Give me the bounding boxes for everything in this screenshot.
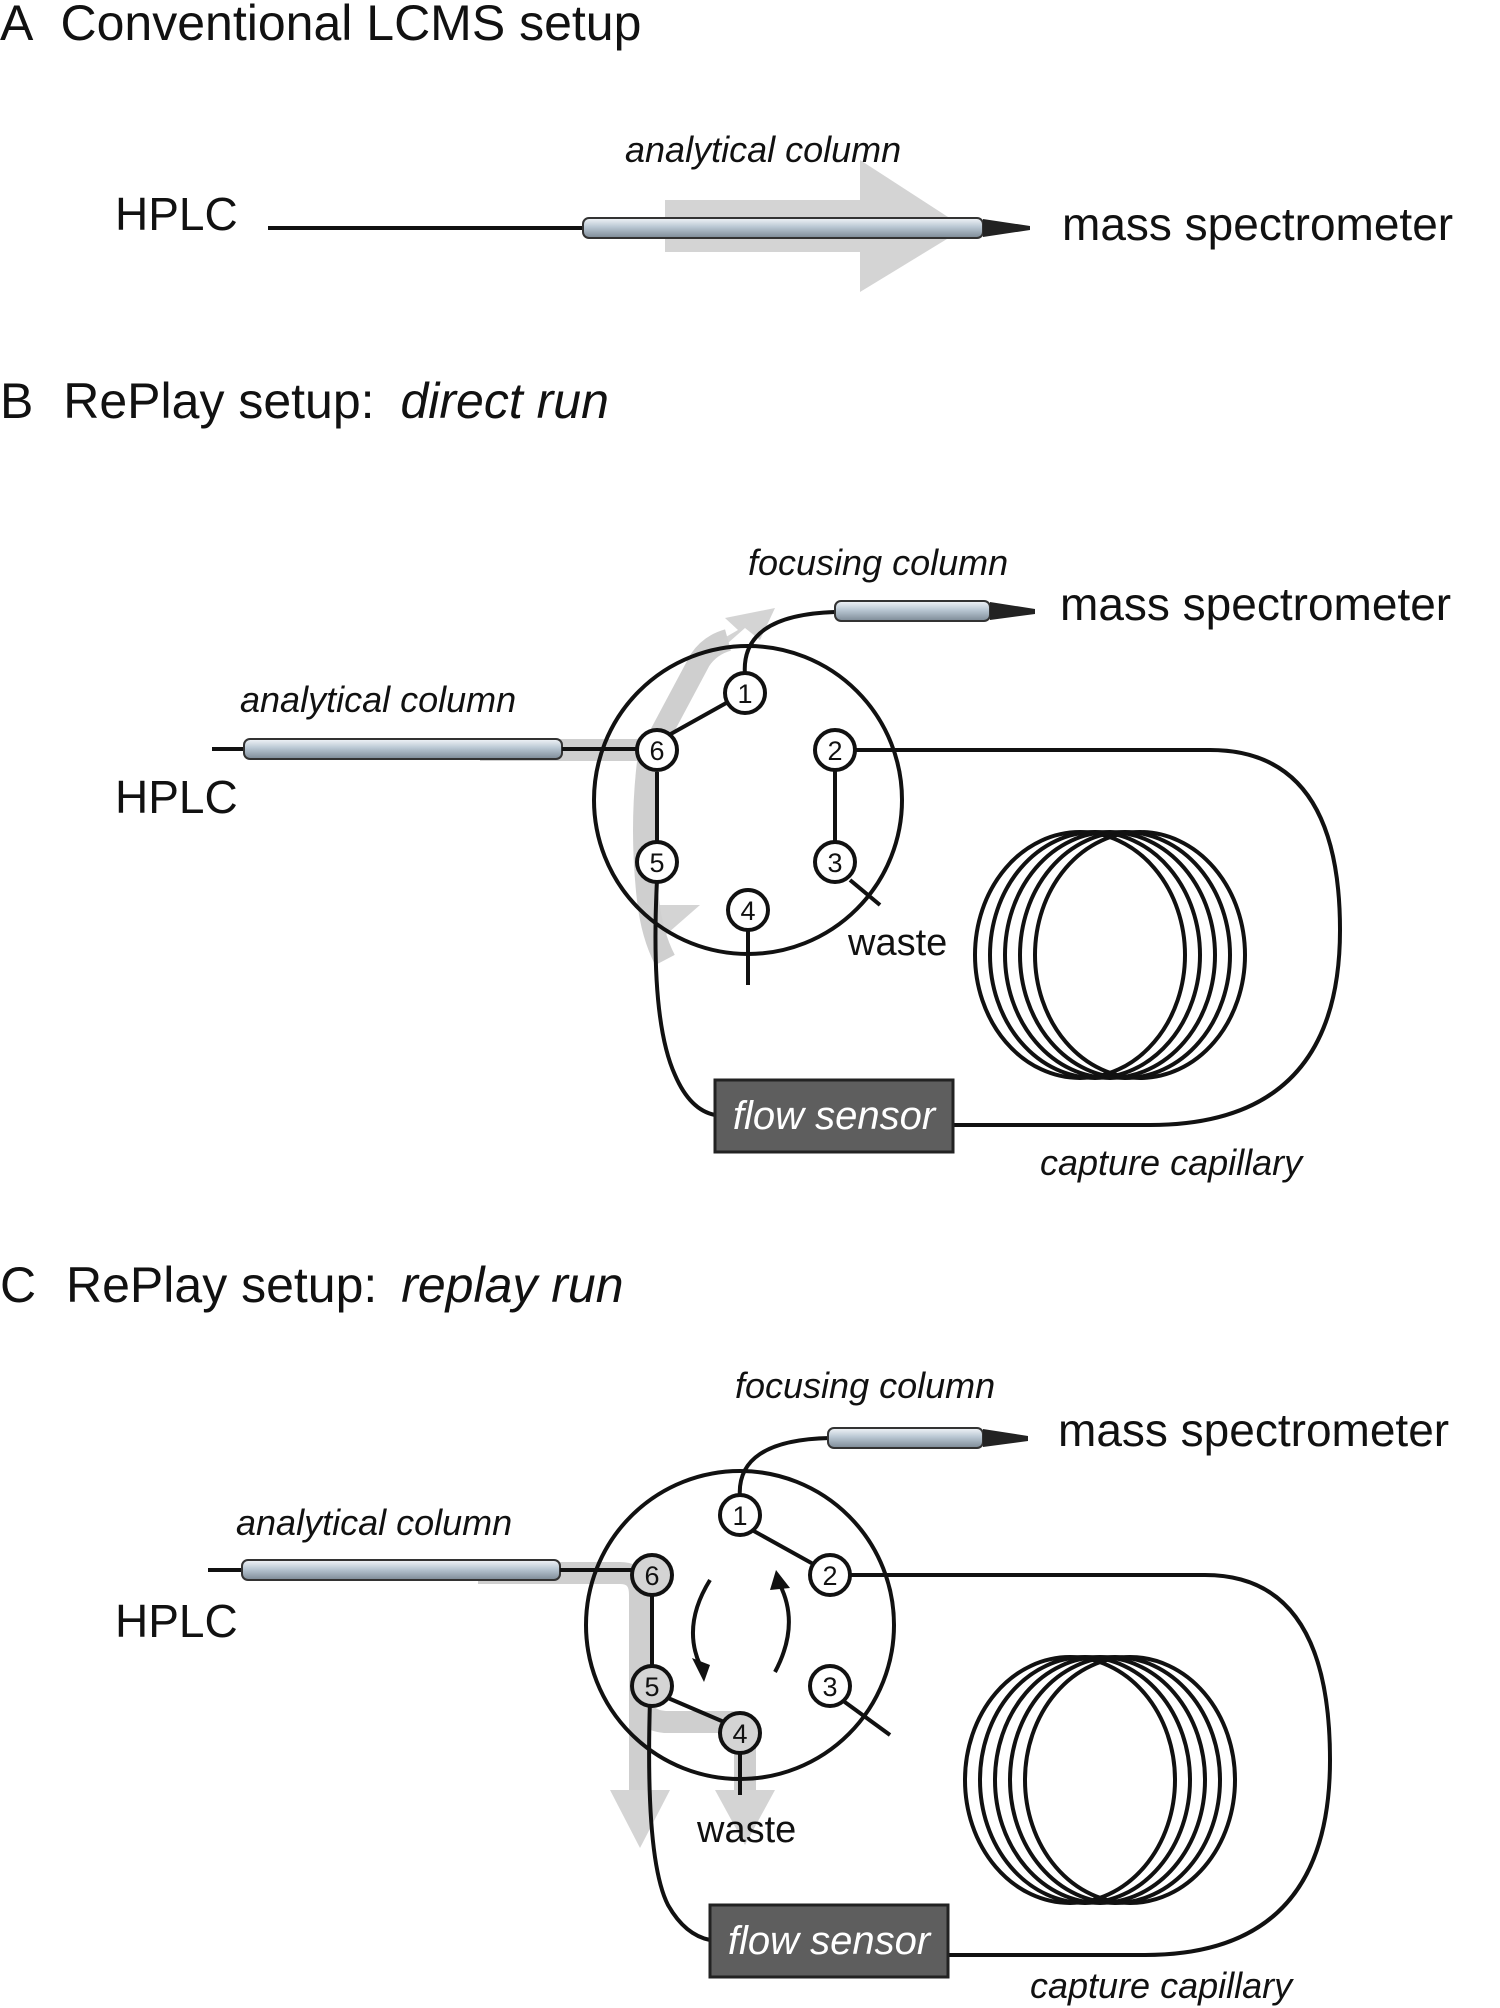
flow-arrow-down (610, 1790, 670, 1848)
svg-text:4: 4 (740, 896, 755, 926)
valve-port-3: 3 (813, 840, 857, 884)
flow-arrow-waste (715, 1790, 775, 1845)
connection-5-4 (667, 1696, 725, 1724)
panel-b-title: B RePlay setup: direct run (0, 373, 609, 429)
emitter-tip (983, 219, 1030, 237)
flow-sensor (713, 1078, 955, 1154)
waste-label: waste (696, 1809, 796, 1851)
arrowhead-ccw (692, 1658, 710, 1682)
emitter-tip (983, 1429, 1028, 1447)
svg-text:4: 4 (732, 1719, 747, 1749)
valve-port-5: 5 (635, 840, 679, 884)
rotation-arrow-cw (773, 1584, 791, 1673)
hplc-label: HPLC (115, 188, 238, 240)
valve-port-1: 1 (723, 671, 767, 715)
mass-spectrometer-label: mass spectrometer (1062, 198, 1453, 250)
panel-b: B RePlay setup: direct run HPLC analytic… (0, 373, 1451, 1183)
hplc-label: HPLC (115, 771, 238, 823)
svg-text:1: 1 (737, 679, 752, 709)
port2-loop-line (852, 748, 1343, 1127)
svg-text:2: 2 (822, 1561, 837, 1591)
focusing-column (834, 600, 991, 622)
port1-to-focusing (742, 610, 836, 676)
panel-a: A Conventional LCMS setup HPLC analytica… (0, 0, 1453, 292)
flow-path-analytical (478, 1562, 756, 1790)
svg-text:5: 5 (644, 1672, 659, 1702)
svg-text:1: 1 (732, 1501, 747, 1531)
mass-spectrometer-label: mass spectrometer (1060, 578, 1451, 630)
flow-sensor-label: flow sensor (728, 1919, 932, 1963)
flow-arrow-to-ms (712, 608, 775, 650)
valve-port-6: 6 (635, 728, 679, 772)
valve-port-2: 2 (808, 1553, 852, 1597)
svg-text:5: 5 (649, 848, 664, 878)
valve-port-3: 3 (808, 1664, 852, 1708)
emitter-tip (990, 602, 1035, 620)
svg-text:6: 6 (649, 736, 664, 766)
svg-text:3: 3 (822, 1672, 837, 1702)
focusing-column-label: focusing column (735, 1365, 995, 1406)
hplc-label: HPLC (115, 1595, 238, 1647)
connection-1-2 (751, 1528, 816, 1567)
valve-port-6: 6 (630, 1553, 674, 1597)
focusing-column-label: focusing column (748, 542, 1008, 583)
analytical-column (241, 1559, 561, 1581)
port5-to-sensor (653, 879, 716, 1117)
port2-loop-line (848, 1573, 1333, 1957)
svg-text:2: 2 (827, 736, 842, 766)
analytical-column (243, 738, 563, 760)
capture-capillary-label: capture capillary (1030, 1965, 1294, 2006)
flow-sensor (708, 1903, 950, 1979)
svg-text:6: 6 (644, 1561, 659, 1591)
analytical-column-label: analytical column (236, 1502, 512, 1543)
mass-spectrometer-label: mass spectrometer (1058, 1404, 1449, 1456)
analytical-column-label: analytical column (240, 679, 516, 720)
port5-to-sensor (647, 1699, 711, 1942)
valve-port-5: 5 (630, 1664, 674, 1708)
capture-capillary-coil (973, 830, 1247, 1080)
analytical-column (582, 217, 984, 239)
waste-line (848, 878, 882, 907)
capture-capillary-label: capture capillary (1040, 1142, 1304, 1183)
valve-port-4: 4 (726, 888, 770, 932)
analytical-column-label: analytical column (625, 129, 901, 170)
panel-c-title: C RePlay setup: replay run (0, 1257, 624, 1313)
valve-port-1: 1 (718, 1493, 762, 1537)
arrowhead-cw (770, 1570, 790, 1590)
panel-a-title: A Conventional LCMS setup (0, 0, 641, 51)
capture-capillary-coil (963, 1655, 1237, 1905)
rotation-arrow-ccw (690, 1578, 712, 1666)
port3-line (840, 1698, 892, 1737)
flow-sensor-label: flow sensor (733, 1094, 937, 1138)
focusing-column (827, 1427, 984, 1449)
valve-port-4: 4 (718, 1711, 762, 1755)
port1-to-focusing (737, 1436, 831, 1499)
valve-port-2: 2 (813, 728, 857, 772)
panel-c: C RePlay setup: replay run HPLC analytic… (0, 1257, 1449, 2006)
svg-text:3: 3 (827, 848, 842, 878)
waste-label: waste (847, 922, 947, 964)
